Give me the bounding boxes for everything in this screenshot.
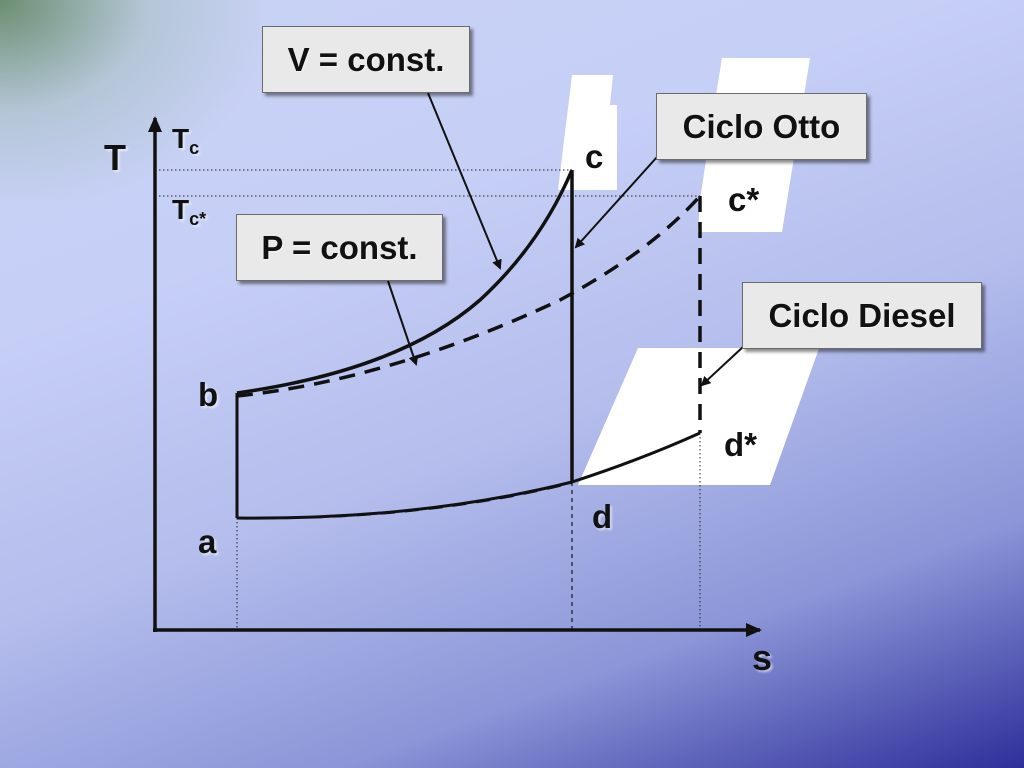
point-cstar-label: c* xyxy=(728,181,760,218)
point-b-label: b xyxy=(198,376,219,413)
tcstar-label: Tc* xyxy=(172,194,207,229)
p-const-pointer xyxy=(387,280,419,366)
v-const-callout: V = const. xyxy=(262,26,470,93)
otto-pointer xyxy=(574,156,658,249)
diesel-heat-rejection-dstar-d xyxy=(571,431,701,484)
diesel-heat-rejection-dashed xyxy=(236,482,573,520)
point-c-label: c xyxy=(585,138,604,175)
diesel-pointer xyxy=(700,345,745,387)
diesel-callout: Ciclo Diesel xyxy=(742,282,982,349)
heat-rejection-da xyxy=(236,480,573,520)
y-axis-label: T xyxy=(104,137,126,178)
x-axis-label: s xyxy=(752,637,773,678)
v-const-pointer xyxy=(427,92,502,270)
point-dstar-label: d* xyxy=(724,426,757,463)
p-const-callout: P = const. xyxy=(236,214,443,281)
tc-label: Tc xyxy=(172,123,200,158)
point-a-label: a xyxy=(198,523,217,560)
decor-shape-1 xyxy=(558,75,617,190)
point-d-label: d xyxy=(592,498,613,535)
otto-callout: Ciclo Otto xyxy=(656,93,867,160)
otto-heat-addition-bc xyxy=(236,169,574,395)
diesel-heat-addition-bcstar xyxy=(236,194,702,398)
corner-tint xyxy=(0,0,260,200)
